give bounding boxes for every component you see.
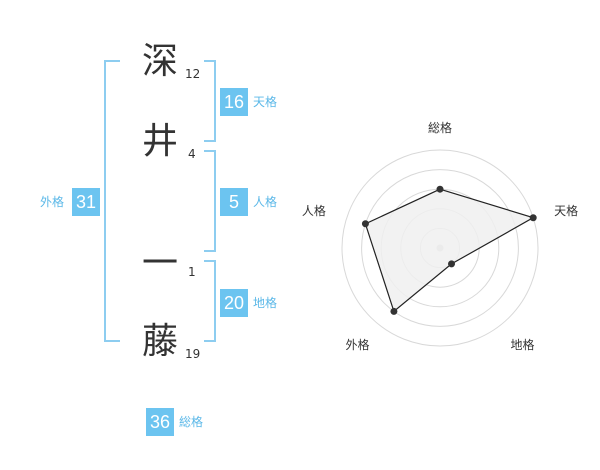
- radar-point-4: [390, 307, 398, 315]
- jinkaku-badge: 5: [220, 188, 248, 216]
- name-char-2: 井: [141, 121, 178, 162]
- stroke-count-3: 1: [188, 265, 196, 279]
- tenkaku-label: 天格: [253, 95, 278, 109]
- radar-points: [361, 185, 537, 315]
- radar-ring: [341, 149, 539, 347]
- radar-point-3: [448, 260, 456, 268]
- radar-axis-label-5: 人格: [302, 203, 326, 218]
- chikaku-bracket: [204, 260, 216, 342]
- tenkaku-bracket: [204, 60, 216, 142]
- stroke-count-1: 12: [185, 67, 201, 81]
- name-char-1: 深: [141, 41, 178, 82]
- radar-axis-label-4: 外格: [345, 337, 369, 352]
- name-char-4: 藤: [141, 321, 178, 362]
- soukaku-label: 総格: [179, 415, 204, 429]
- soukaku-badge: 36: [146, 408, 174, 436]
- gaikaku-badge: 31: [72, 188, 100, 216]
- chikaku-label: 地格: [253, 296, 278, 310]
- radar-axis-label-2: 天格: [554, 203, 578, 218]
- radar-axis-label-3: 地格: [511, 337, 535, 352]
- stroke-count-2: 4: [188, 147, 196, 161]
- stroke-count-4: 19: [185, 347, 201, 361]
- radar-point-1: [436, 185, 444, 193]
- chikaku-badge: 20: [220, 289, 248, 317]
- jinkaku-label: 人格: [253, 195, 278, 209]
- gaikaku-label: 外格: [40, 195, 65, 209]
- radar-axis-label-1: 総格: [428, 120, 452, 135]
- name-char-3: 一: [141, 243, 178, 284]
- radar-ring: [361, 169, 519, 327]
- radar-area: [364, 188, 535, 313]
- radar-point-2: [529, 214, 537, 222]
- jinkaku-bracket: [204, 150, 216, 252]
- tenkaku-badge: 16: [220, 88, 248, 116]
- radar-point-5: [361, 220, 369, 228]
- gaikaku-bracket: [104, 60, 120, 342]
